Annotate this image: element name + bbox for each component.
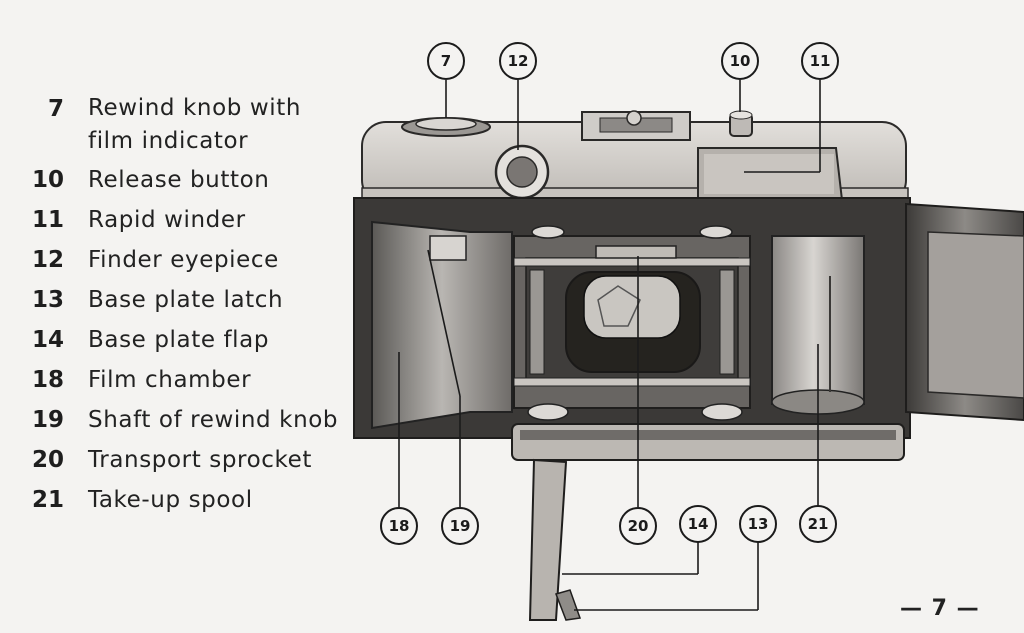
parts-legend: 7 Rewind knob with film indicator 10 Rel… [22,92,352,523]
callout-18: 18 [380,507,418,545]
legend-label-line1: Rewind knob with [88,95,302,121]
callout-21-label: 21 [808,515,829,533]
legend-label: Transport sprocket [88,447,312,473]
callout-21: 21 [799,505,837,543]
callout-10-label: 10 [730,52,751,70]
leader-lines [398,80,821,611]
callout-12: 12 [499,42,537,80]
camera-body [353,197,1024,621]
callout-19: 19 [441,507,479,545]
legend-item-11: 11 Rapid winder [22,203,352,238]
legend-label: Finder eyepiece [88,247,279,273]
legend-label: Release button [88,167,270,193]
legend-item-18: 18 Film chamber [22,363,352,398]
callout-7-label: 7 [441,52,451,70]
callout-11: 11 [801,42,839,80]
legend-label: Shaft of rewind knob [88,407,339,433]
callout-11-label: 11 [810,52,831,70]
page-number: — 7 — [900,596,980,621]
legend-item-20: 20 Transport sprocket [22,443,352,478]
callout-14: 14 [679,505,717,543]
legend-label-line2: film indicator [88,128,249,154]
callout-19-label: 19 [450,517,471,535]
callout-14-label: 14 [688,515,709,533]
callouts: 7 12 10 11 18 19 20 14 [380,42,839,545]
legend-number: 13 [31,287,64,313]
legend-item-19: 19 Shaft of rewind knob [22,403,352,438]
callout-10: 10 [721,42,759,80]
legend-number: 14 [31,327,64,353]
callout-12-label: 12 [508,52,529,70]
legend-label: Take-up spool [88,487,253,513]
legend-item-13: 13 Base plate latch [22,283,352,318]
legend-number: 10 [31,167,64,193]
legend-number: 21 [31,487,64,513]
legend-item-12: 12 Finder eyepiece [22,243,352,278]
legend-item-7: 7 Rewind knob with film indicator [22,92,352,158]
legend-number: 11 [31,207,64,233]
callout-13: 13 [739,505,777,543]
legend-label: Rapid winder [88,207,246,233]
callout-20-label: 20 [628,517,649,535]
legend-number: 7 [47,96,64,122]
legend-number: 19 [31,407,64,433]
legend-item-14: 14 Base plate flap [22,323,352,358]
callout-13-label: 13 [748,515,769,533]
callout-18-label: 18 [389,517,410,535]
callout-7: 7 [427,42,465,80]
legend-number: 20 [31,447,64,473]
legend-label: Base plate flap [88,327,270,353]
callout-20: 20 [619,507,657,545]
legend-item-10: 10 Release button [22,163,352,198]
legend-label: Film chamber [88,367,252,393]
legend-item-21: 21 Take-up spool [22,483,352,518]
legend-number: 12 [31,247,64,273]
legend-label: Rewind knob with film indicator [88,92,301,158]
legend-number: 18 [31,367,64,393]
legend-label: Base plate latch [88,287,284,313]
top-housing [361,110,909,205]
